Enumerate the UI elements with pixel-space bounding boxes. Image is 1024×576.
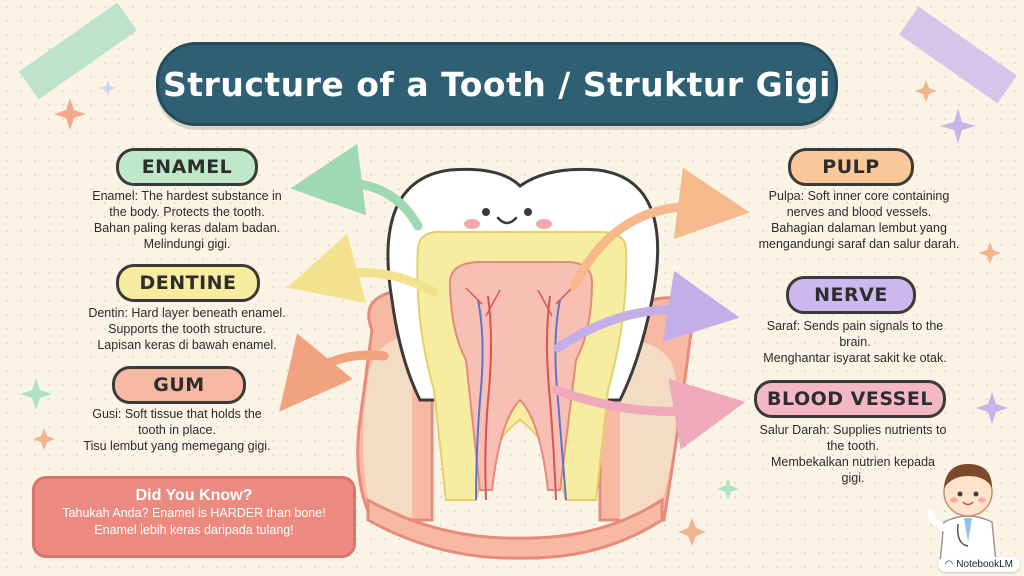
tooth-eye-left <box>482 208 490 216</box>
sparkle-icon <box>33 428 55 450</box>
desc-line: Dentin: Hard layer beneath enamel. <box>88 306 286 320</box>
sparkle-icon <box>976 392 1008 424</box>
desc-line: Bahan paling keras dalam badan. <box>93 221 281 235</box>
did-you-know-box: Did You Know? Tahukah Anda? Enamel is HA… <box>32 476 356 558</box>
desc-enamel: Enamel: The hardest substance in the bod… <box>56 188 318 252</box>
label-pulp: PULP <box>788 148 914 186</box>
brand-badge: ◠ NotebookLM <box>937 557 1020 572</box>
tooth-cheek-left <box>464 219 480 229</box>
doctor-character-illustration <box>928 464 997 562</box>
sparkle-icon <box>717 478 739 500</box>
desc-line: Bahagian dalaman lembut yang <box>771 221 947 235</box>
desc-pulp: Pulpa: Soft inner core containing nerves… <box>728 188 990 252</box>
arrow-nerve <box>553 270 740 353</box>
sparkle-icon <box>915 80 937 102</box>
blood-vessel-line <box>546 295 557 501</box>
label-dentine: DENTINE <box>116 264 260 302</box>
desc-line: mengandungi saraf dan salur darah. <box>758 237 960 251</box>
sparkle-icon <box>979 242 1001 264</box>
desc-line: Pulpa: Soft inner core containing <box>768 189 950 203</box>
sparkle-icon <box>20 378 52 410</box>
arrow-blood-vessel <box>551 378 746 450</box>
arrow-enamel <box>290 143 423 231</box>
desc-line: Menghantar isyarat sakit ke otak. <box>763 351 947 365</box>
label-enamel: ENAMEL <box>116 148 258 186</box>
brand-name: NotebookLM <box>956 559 1013 570</box>
desc-gum: Gusi: Soft tissue that holds the tooth i… <box>46 406 308 454</box>
desc-line: the tooth. <box>826 439 880 453</box>
blood-vessel-line <box>484 295 492 501</box>
did-you-know-line: Tahukah Anda? Enamel is HARDER than bone… <box>62 506 326 520</box>
label-nerve: NERVE <box>786 276 916 314</box>
tooth-eye-right <box>524 208 532 216</box>
jaw-bone <box>363 336 412 522</box>
nerve-line <box>554 299 567 501</box>
jaw-bone <box>620 340 677 522</box>
sparkle-icon <box>678 518 706 546</box>
page-title-banner: Structure of a Tooth / Struktur Gigi <box>156 42 838 126</box>
sparkle-icon <box>54 98 86 130</box>
arrow-pulp <box>569 167 750 291</box>
tooth-cheek-right <box>536 219 552 229</box>
desc-line: Melindungi gigi. <box>143 237 231 251</box>
desc-line: brain. <box>839 335 871 349</box>
label-blood-vessel: BLOOD VESSEL <box>754 380 946 418</box>
arrow-dentine <box>287 233 439 304</box>
notebook-logo-icon: ◠ <box>944 559 954 570</box>
desc-line: the body. Protects the tooth. <box>109 205 265 219</box>
arrow-gum <box>279 333 389 412</box>
desc-line: Saraf: Sends pain signals to the <box>766 319 944 333</box>
page-title: Structure of a Tooth / Struktur Gigi <box>163 64 831 104</box>
desc-line: Gusi: Soft tissue that holds the <box>92 407 262 421</box>
desc-line: Enamel: The hardest substance in <box>92 189 282 203</box>
desc-line: Lapisan keras di bawah enamel. <box>97 338 277 352</box>
did-you-know-line: Enamel lebih keras daripada tulang! <box>94 523 294 537</box>
nerve-line <box>475 299 484 501</box>
did-you-know-title: Did You Know? <box>135 487 253 504</box>
desc-line: tooth in place. <box>138 423 216 437</box>
desc-blood-vessel: Salur Darah: Supplies nutrients to the t… <box>722 422 984 486</box>
sparkle-icon <box>100 80 116 96</box>
desc-line: Salur Darah: Supplies nutrients to <box>759 423 947 437</box>
desc-line: nerves and blood vessels. <box>786 205 932 219</box>
jaw-bone <box>366 497 664 560</box>
desc-line: gigi. <box>841 471 865 485</box>
desc-dentine: Dentin: Hard layer beneath enamel. Suppo… <box>56 305 318 353</box>
label-gum: GUM <box>112 366 246 404</box>
tooth-smile <box>496 216 518 225</box>
desc-line: Supports the tooth structure. <box>108 322 266 336</box>
desc-nerve: Saraf: Sends pain signals to the brain. … <box>724 318 986 366</box>
sparkle-icon <box>940 108 976 144</box>
desc-line: Tisu lembut yang memegang gigi. <box>83 439 271 453</box>
desc-line: Membekalkan nutrien kepada <box>771 455 935 469</box>
